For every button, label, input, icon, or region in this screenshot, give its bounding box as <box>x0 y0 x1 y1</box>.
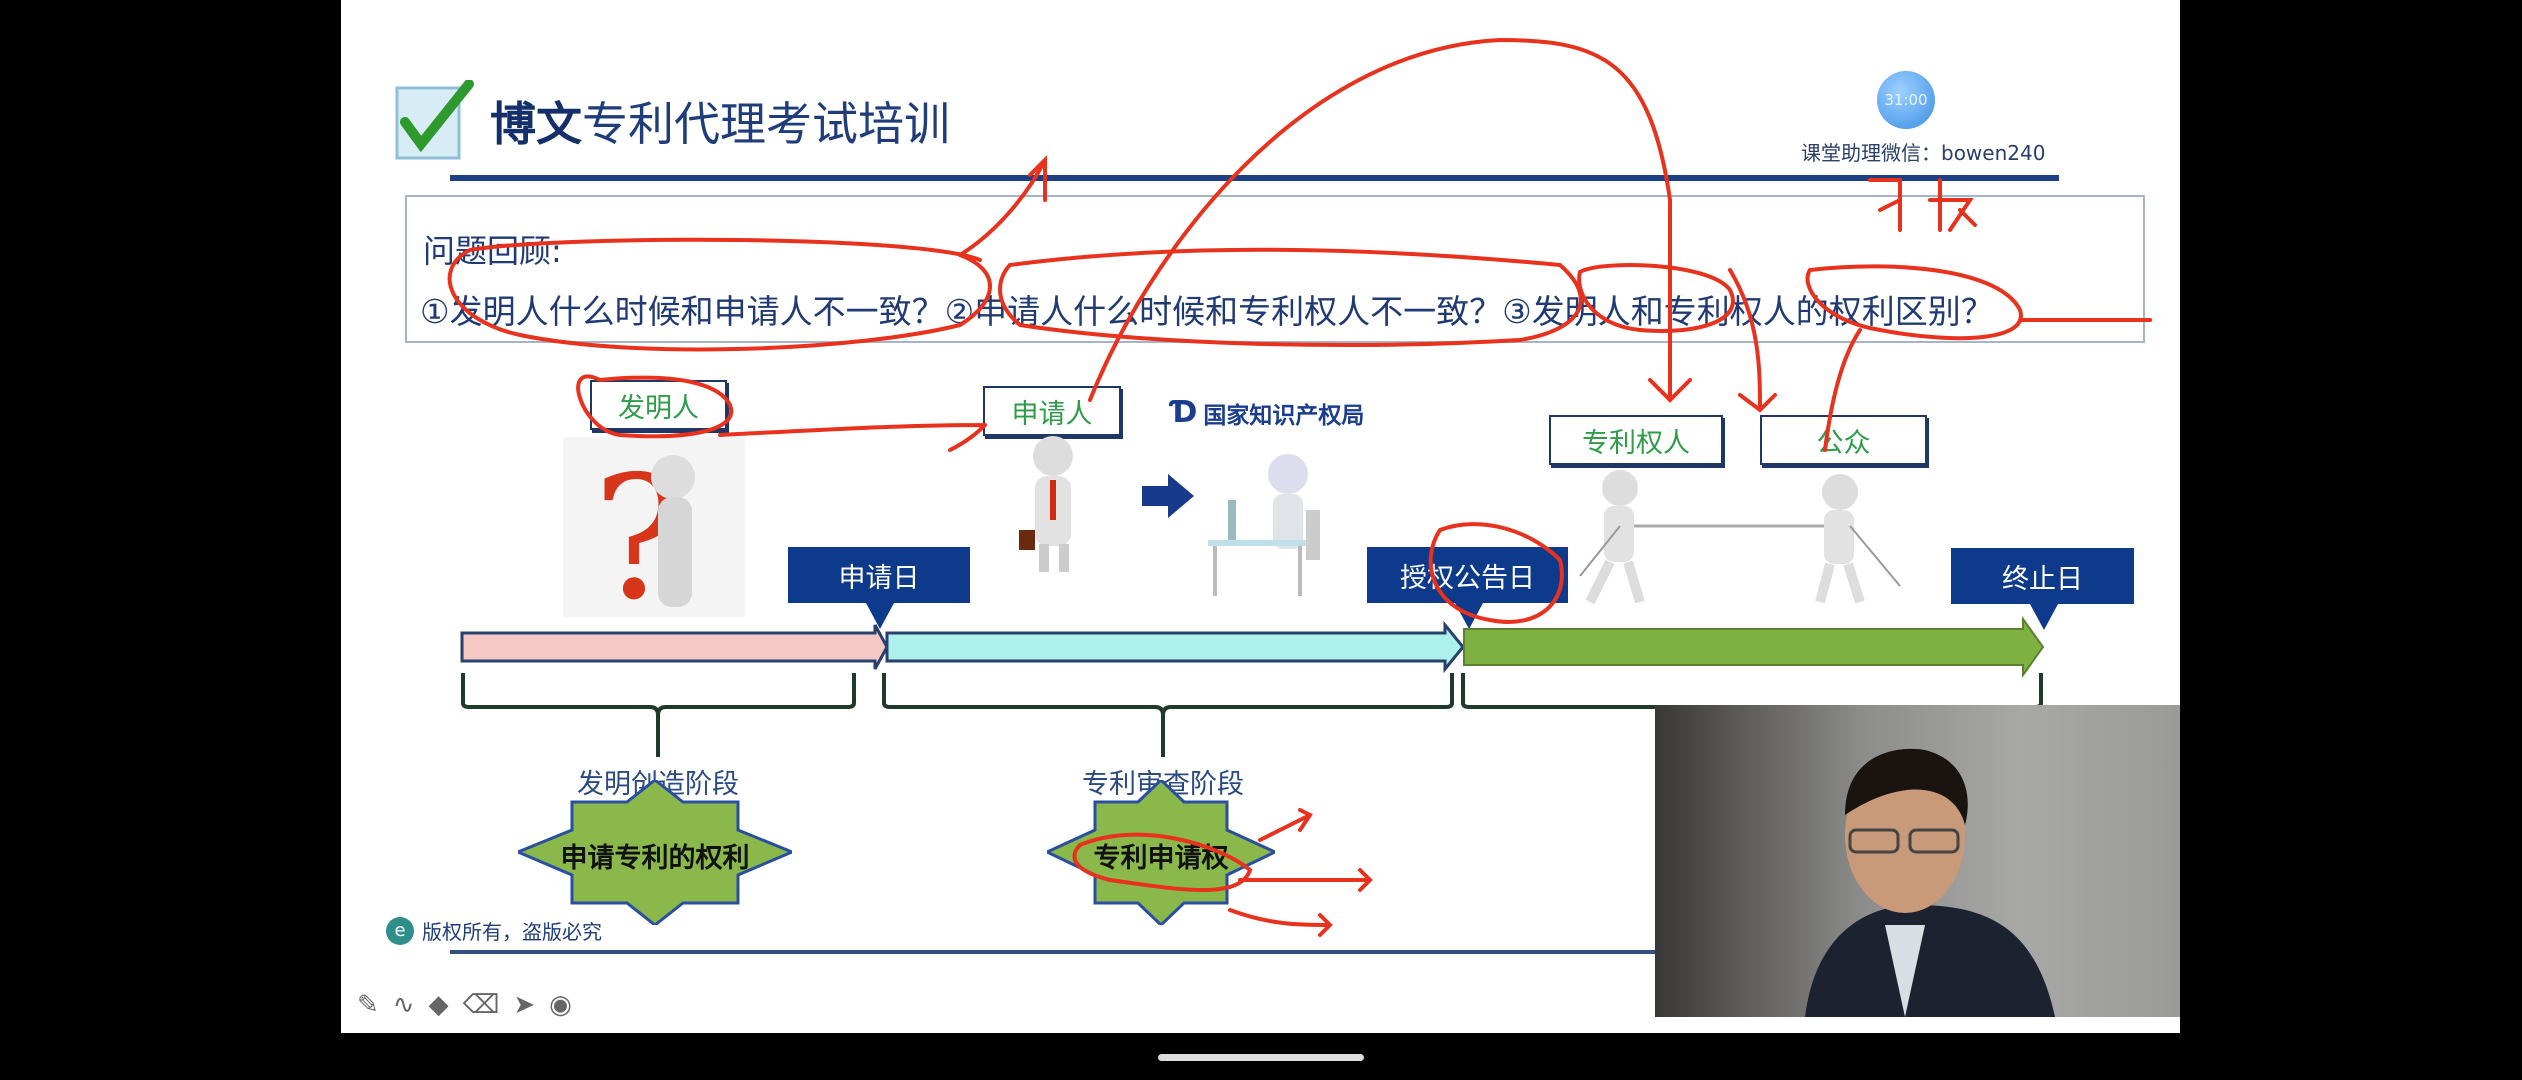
right-arrow-icon <box>1142 474 1194 522</box>
big-arrow <box>1088 37 1692 403</box>
home-indicator[interactable] <box>1158 1054 1364 1061</box>
inventor-to-applicant <box>718 423 987 452</box>
circle-question-3 <box>1577 263 1735 333</box>
brand-logo-icon: e <box>386 916 414 945</box>
curve-icon[interactable]: ∿ <box>392 990 415 1020</box>
pointer-icon[interactable]: ➤ <box>513 990 536 1020</box>
patentee-label: 专利权人 <box>1549 415 1723 465</box>
presenter-video-frame <box>1805 748 2055 1017</box>
copyright-notice: e 版权所有，盗版必究 <box>386 916 602 945</box>
public-label: 公众 <box>1760 415 1927 465</box>
circle-inventor <box>576 374 734 439</box>
examination-bracket <box>882 673 1454 757</box>
applicant-figure-illustration <box>1005 434 1102 574</box>
page-title: 博文专利代理考试培训 <box>490 97 950 151</box>
timer-badge[interactable]: 31:00 <box>1877 71 1935 129</box>
circle-grant <box>1428 522 1564 624</box>
grant-date-marker: 授权公告日 <box>1367 547 1568 629</box>
handwritten-duikang <box>1868 178 1977 232</box>
handwritten-note: 对抗 <box>1870 175 1872 176</box>
inventor-label: 发明人 <box>590 380 727 430</box>
examiner-at-desk-illustration <box>1198 450 1335 598</box>
circle-application-right <box>1072 832 1253 892</box>
cnipa-logo-text: 国家知识产权局 <box>1203 402 1365 429</box>
arrow-up-1 <box>958 155 1047 257</box>
question-box <box>405 195 2145 343</box>
circle-question-1 <box>447 237 992 352</box>
protection-phase-arrow <box>1463 615 2045 679</box>
right-to-apply-badge: 申请专利的权利 <box>518 780 792 925</box>
copyright-text: 版权所有，盗版必究 <box>422 920 602 944</box>
arrows-from-application-right <box>1228 808 1373 937</box>
header-divider <box>450 175 2059 181</box>
marker-icon[interactable]: ◆ <box>428 990 449 1020</box>
right-to-apply-text: 申请专利的权利 <box>560 843 750 874</box>
question-heading: 问题回顾: <box>423 232 562 270</box>
applicant-label: 申请人 <box>983 386 1121 436</box>
annotation-toolbar: ✎ ∿ ◆ ⌫ ➤ ◉ <box>357 990 572 1020</box>
invention-bracket <box>461 673 856 757</box>
assistant-wechat: 课堂助理微信：bowen240 <box>1801 141 2046 165</box>
arrows-to-roles <box>1728 268 1862 452</box>
tug-of-war-illustration <box>1560 466 1914 608</box>
invention-phase-arrow <box>460 624 889 670</box>
pen-icon[interactable]: ✎ <box>357 990 379 1020</box>
cnipa-emblem-icon: Ɗ <box>1171 395 1198 430</box>
examination-phase-arrow <box>885 620 1465 674</box>
filing-date-marker: 申请日 <box>788 547 970 629</box>
termination-date-marker: 终止日 <box>1951 548 2134 630</box>
circle-question-2 <box>998 247 1583 347</box>
checkmark-logo-icon <box>391 79 479 162</box>
eraser-icon[interactable]: ⌫ <box>462 990 500 1020</box>
laser-icon[interactable]: ◉ <box>549 990 572 1020</box>
circle-question-3b <box>1805 264 2152 341</box>
cnipa-logo: Ɗ 国家知识产权局 <box>1171 391 1377 434</box>
footer-divider <box>450 950 1660 954</box>
presenter-webcam[interactable] <box>1655 705 2180 1017</box>
confused-figure-illustration: ? <box>563 437 745 638</box>
